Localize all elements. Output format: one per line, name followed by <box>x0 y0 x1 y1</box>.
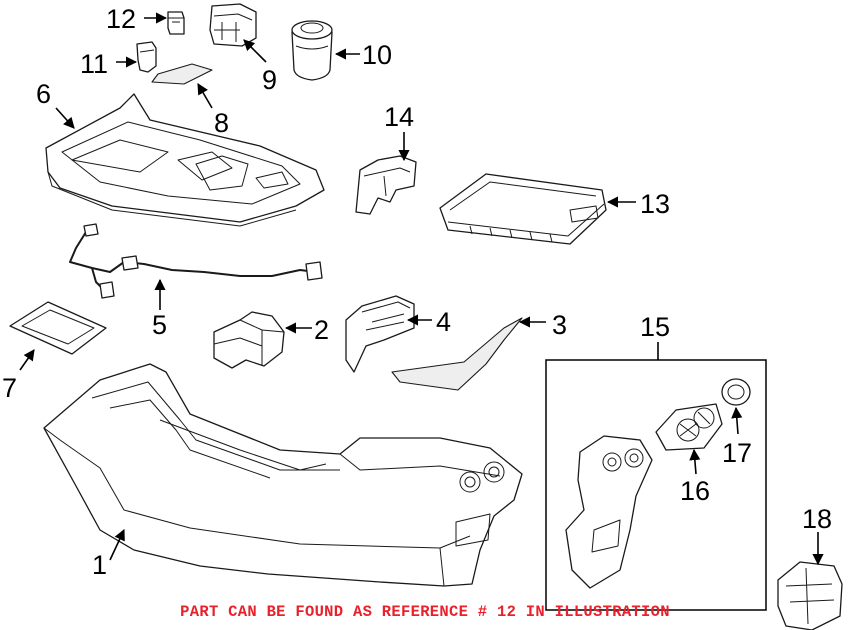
part-7-mat <box>9 301 107 355</box>
part-10-cup-insert <box>291 20 333 81</box>
part-9-connector <box>209 3 257 47</box>
callout-3: 3 <box>552 310 567 340</box>
callout-9: 9 <box>262 65 277 95</box>
callout-11: 11 <box>80 49 108 79</box>
reference-footnote: PART CAN BE FOUND AS REFERENCE # 12 IN I… <box>180 603 670 621</box>
callout-1: 1 <box>92 550 107 580</box>
part-1-console <box>43 363 523 587</box>
part-16-vent-unit <box>655 403 723 451</box>
part-2-bracket <box>213 311 285 369</box>
callout-7: 7 <box>2 373 17 403</box>
part-12-clip <box>167 11 185 35</box>
callout-18: 18 <box>802 504 832 534</box>
leader-lines <box>19 12 824 566</box>
part-4-bracket <box>345 295 415 373</box>
callout-8: 8 <box>214 108 229 138</box>
part-17-ring <box>721 378 751 406</box>
part-15-rear-vent-assembly <box>565 435 653 589</box>
callout-10: 10 <box>362 40 392 70</box>
part-14-bracket <box>355 155 417 215</box>
callout-4: 4 <box>436 307 451 337</box>
callout-14: 14 <box>384 102 414 132</box>
part-8-pad <box>151 63 213 85</box>
callout-17: 17 <box>722 438 752 468</box>
part-13-module <box>439 173 607 245</box>
part-5-harness <box>69 223 323 299</box>
callout-13: 13 <box>640 189 670 219</box>
part-15-group-frame <box>545 359 767 611</box>
callout-16: 16 <box>680 476 710 506</box>
part-3-liner <box>391 317 523 391</box>
part-18-trim-piece <box>777 561 843 630</box>
part-11-bracket <box>136 41 157 73</box>
part-6-trim-panel <box>45 93 325 227</box>
callout-5: 5 <box>152 310 167 340</box>
callout-12: 12 <box>106 4 136 34</box>
callout-15: 15 <box>640 312 670 342</box>
callout-6: 6 <box>36 79 51 109</box>
callout-2: 2 <box>314 315 329 345</box>
